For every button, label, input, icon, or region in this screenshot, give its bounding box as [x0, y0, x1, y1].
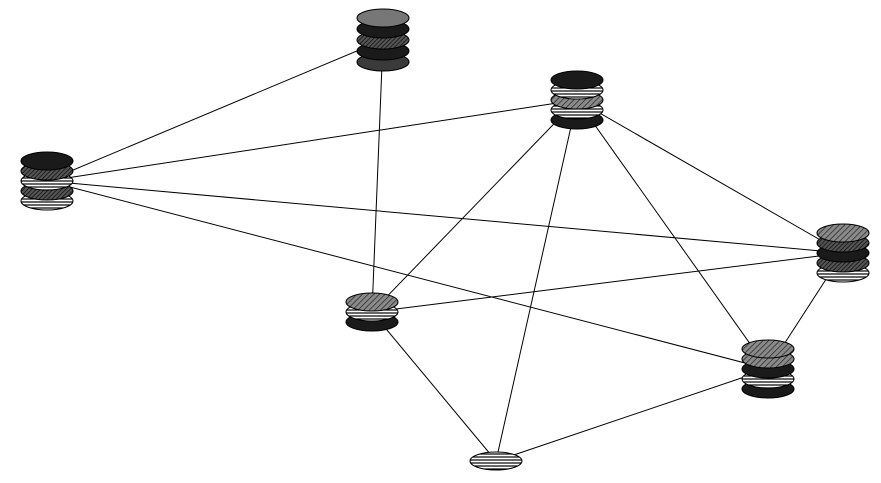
edge-upper-right-to-right [576, 99, 844, 254]
node-left[interactable] [20, 151, 74, 211]
node-bottom[interactable] [469, 451, 523, 471]
edge-top-to-center [371, 39, 384, 313]
edge-left-to-upper-right [46, 99, 578, 182]
edge-center-to-bottom [371, 311, 497, 462]
edge-upper-right-to-bottom [495, 99, 578, 462]
edges-layer [46, 39, 844, 462]
node-right[interactable] [816, 223, 870, 283]
node-center[interactable] [345, 292, 399, 332]
node-top-disc-1 [356, 8, 410, 28]
node-lower-right[interactable] [741, 339, 795, 399]
node-upper-right-disc-1 [550, 70, 604, 90]
node-top[interactable] [356, 8, 410, 72]
node-left-disc-1 [20, 151, 74, 171]
node-upper-right[interactable] [550, 70, 604, 130]
node-bottom-disc-1 [469, 451, 523, 471]
edge-upper-right-to-center [371, 99, 578, 313]
edge-left-to-top [46, 39, 384, 182]
node-center-disc-1 [345, 292, 399, 312]
edge-lower-right-to-bottom [495, 368, 769, 462]
edge-center-to-right [371, 252, 844, 313]
edge-left-to-right [46, 180, 844, 254]
edge-upper-right-to-lower-right [576, 99, 769, 370]
node-lower-right-disc-1 [741, 339, 795, 359]
node-right-disc-1 [816, 223, 870, 243]
nodes-layer [20, 8, 870, 471]
